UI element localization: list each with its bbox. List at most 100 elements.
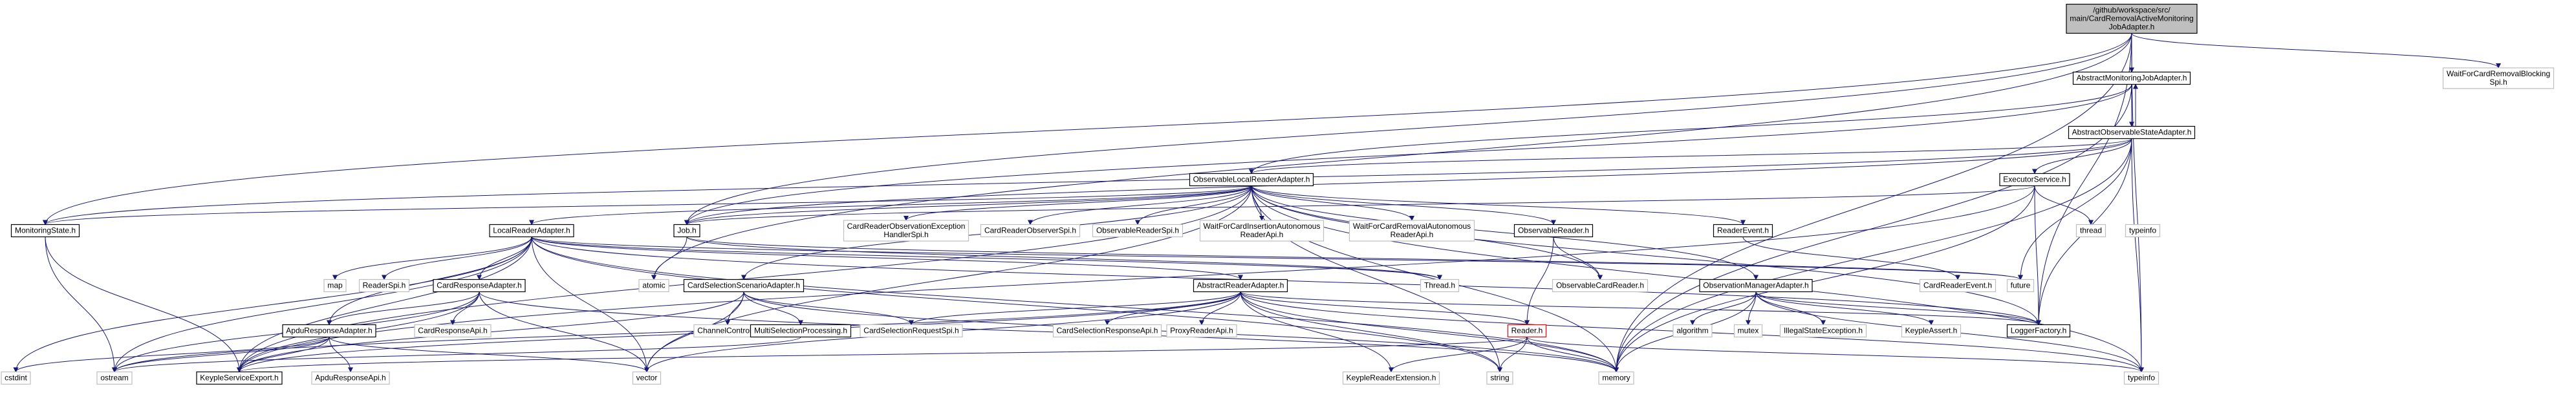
edge-ARA-to-string	[1240, 291, 1502, 373]
node-label: Spi.h	[2489, 78, 2507, 87]
node-CC: ChannelControl.h	[693, 324, 762, 338]
node-cstdint: cstdint	[1, 371, 31, 385]
edge-Reader-to-KRE	[1389, 337, 1528, 373]
node-mutex: mutex	[1733, 324, 1763, 338]
edge-AOSA-to-OLRA	[1249, 138, 2132, 174]
edge-ARA-to-memory	[1240, 291, 1619, 373]
node-CSSA[interactable]: CardSelectionScenarioAdapter.h	[683, 279, 805, 293]
node-label: IllegalStateException.h	[1784, 326, 1863, 335]
node-box	[1199, 220, 1325, 242]
node-box	[282, 324, 376, 338]
node-WFCIA: WaitForCardInsertionAutonomousReaderApi.…	[1199, 220, 1325, 242]
node-memory: memory	[1598, 371, 1634, 385]
node-algorithm: algorithm	[1672, 324, 1713, 338]
edge-AOSA-to-typeinfo	[2131, 138, 2144, 373]
node-RE[interactable]: ReaderEvent.h	[1713, 224, 1773, 238]
node-LRA[interactable]: LocalReaderAdapter.h	[489, 224, 574, 238]
node-box	[1552, 279, 1649, 293]
edge-OLRA-to-CROS	[1028, 185, 1252, 226]
node-OR[interactable]: ObservableReader.h	[1513, 224, 1594, 238]
node-box	[2072, 71, 2191, 85]
node-box	[1919, 279, 1997, 293]
node-box	[2442, 67, 2555, 89]
edge-AMJA-to-Job	[684, 84, 2132, 226]
node-MSP[interactable]: MultiSelectionProcessing.h	[750, 324, 852, 338]
node-ThreadH: Thread.h	[1420, 279, 1460, 293]
node-OMA[interactable]: ObservationManagerAdapter.h	[1699, 279, 1813, 293]
node-AMJA[interactable]: AbstractMonitoringJobAdapter.h	[2072, 71, 2191, 85]
node-box	[358, 279, 410, 293]
edge-ARA-to-PRA	[1199, 291, 1241, 326]
node-ES[interactable]: ExecutorService.h	[1999, 173, 2070, 187]
edge-AMJA-to-OLRA	[1249, 84, 2132, 174]
edge-OLRA-to-OMA	[1251, 185, 1759, 280]
node-label: AbstractReaderAdapter.h	[1197, 281, 1284, 290]
edge-OLRA-to-LRA	[529, 185, 1252, 226]
node-label: typeinfo	[2129, 226, 2156, 235]
edge-AOSA-to-MS	[43, 138, 2132, 226]
node-box	[1507, 324, 1547, 338]
node-AOSA[interactable]: AbstractObservableStateAdapter.h	[2068, 125, 2196, 140]
node-ARA[interactable]: AbstractReaderAdapter.h	[1193, 279, 1288, 293]
node-box	[1092, 224, 1184, 238]
edge-Reader-to-typeinfo	[1526, 337, 2144, 373]
node-label: CardResponseApi.h	[418, 326, 487, 335]
edge-CRA-to-AAdapt	[327, 291, 480, 326]
node-label: thread	[2080, 226, 2102, 235]
node-Reader[interactable]: Reader.h	[1507, 324, 1547, 338]
edge-AAdapt-to-ostream	[112, 337, 330, 373]
edge-AAdapt-to-vector	[329, 337, 649, 373]
node-map: map	[323, 279, 347, 293]
node-RS: ReaderSpi.h	[358, 279, 410, 293]
node-box	[1348, 220, 1475, 242]
node-atomic: atomic	[638, 279, 669, 293]
node-box	[2068, 125, 2196, 140]
node-label: ObservableReader.h	[1518, 226, 1589, 235]
edge-OMA-to-LF	[1755, 291, 2041, 326]
edge-ARA-to-ostream	[112, 291, 1241, 373]
edge-LRA-to-RS	[382, 237, 532, 280]
node-label: JobAdapter.h	[2109, 23, 2155, 32]
edge-root-to-MS	[43, 33, 2132, 226]
edge-root-to-WFCRB	[2131, 33, 2501, 68]
node-string: string	[1486, 371, 1513, 385]
node-label: ReaderApi.h	[1240, 230, 1284, 239]
node-AAdapt[interactable]: ApduResponseAdapter.h	[282, 324, 376, 338]
node-label: CardResponseAdapter.h	[437, 281, 521, 290]
node-label: /github/workspace/src/	[2093, 6, 2170, 15]
edge-root-to-atomic	[651, 33, 2132, 280]
edge-ARA-to-CSRS	[909, 291, 1241, 326]
edge-ARA-to-Reader	[1240, 291, 1530, 326]
node-Job[interactable]: Job.h	[673, 224, 700, 238]
node-CSRS: CardSelectionRequestSpi.h	[860, 324, 963, 338]
edge-CRA-to-vector	[479, 291, 649, 373]
node-root[interactable]: /github/workspace/src/main/CardRemovalAc…	[2066, 3, 2198, 34]
node-OLRA[interactable]: ObservableLocalReaderAdapter.h	[1189, 173, 1314, 187]
edge-OMA-to-KA	[1755, 291, 1934, 326]
node-label: vector	[636, 374, 658, 383]
node-label: AbstractObservableStateAdapter.h	[2072, 128, 2192, 137]
edge-LRA-to-vector	[531, 237, 649, 373]
node-CRA[interactable]: CardResponseAdapter.h	[433, 279, 526, 293]
nodes-layer: /github/workspace/src/main/CardRemovalAc…	[1, 3, 2555, 385]
node-LF[interactable]: LoggerFactory.h	[2006, 324, 2071, 338]
node-label: ReaderSpi.h	[363, 281, 406, 290]
node-label: main/CardRemovalActiveMonitoring	[2070, 14, 2193, 23]
edge-LRA-to-ostream	[112, 237, 532, 373]
edge-AOSA-to-ES	[2032, 138, 2132, 174]
node-label: WaitForCardInsertionAutonomous	[1204, 222, 1321, 231]
node-box	[1052, 324, 1162, 338]
edge-LRA-to-cstdint	[13, 237, 532, 373]
node-label: CardReaderObserverSpi.h	[984, 226, 1076, 235]
edge-Job-to-ThreadH	[686, 237, 1442, 280]
node-box	[196, 371, 283, 385]
edge-AOSA-to-future	[2018, 138, 2132, 280]
node-box	[2066, 3, 2198, 34]
node-KSE[interactable]: KeypleServiceExport.h	[196, 371, 283, 385]
node-MS[interactable]: MonitoringState.h	[10, 224, 80, 238]
node-box	[1598, 371, 1634, 385]
edge-OLRA-to-KSE	[237, 185, 1252, 373]
node-KA: KeypleAssert.h	[1901, 324, 1962, 338]
node-thread: thread	[2075, 224, 2106, 238]
